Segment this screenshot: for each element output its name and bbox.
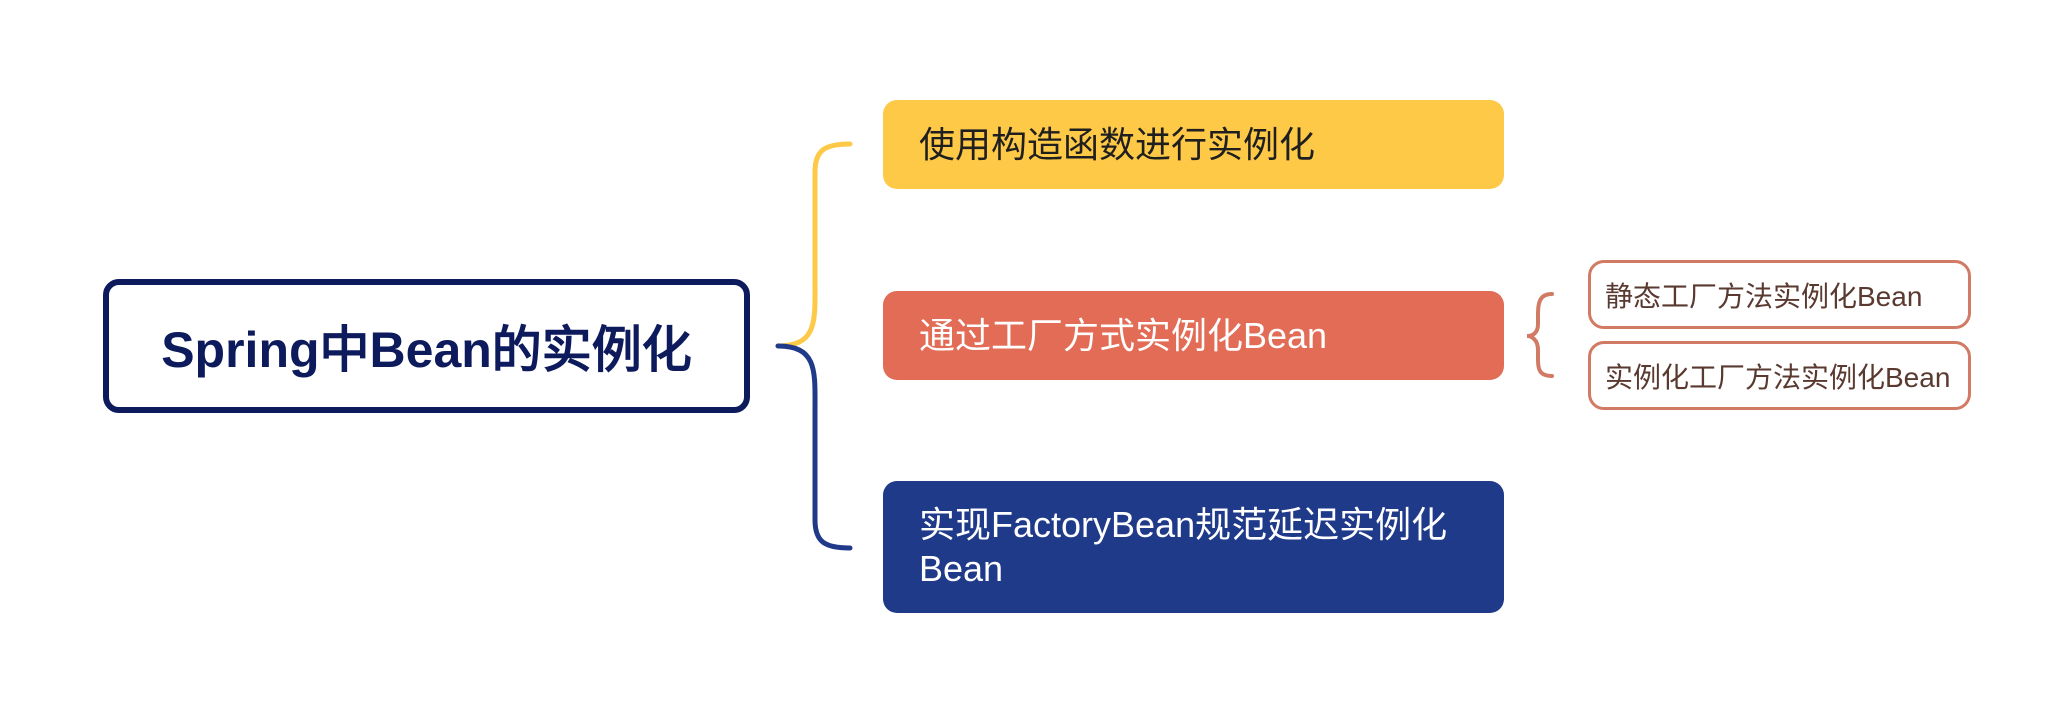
branch-label: 实现FactoryBean规范延迟实例化Bean — [919, 504, 1448, 589]
brace-branch-2-subs — [1526, 292, 1554, 378]
branch-node-constructor[interactable]: 使用构造函数进行实例化 — [883, 100, 1504, 189]
sub-label: 静态工厂方法实例化Bean — [1605, 280, 1923, 312]
sub-node-instance-factory[interactable]: 实例化工厂方法实例化Bean — [1588, 341, 1971, 410]
sub-label: 实例化工厂方法实例化Bean — [1605, 361, 1951, 393]
root-node[interactable]: Spring中Bean的实例化 — [103, 279, 750, 413]
root-label: Spring中Bean的实例化 — [161, 322, 692, 378]
connector-root-branch-3 — [775, 343, 853, 551]
branch-label: 通过工厂方式实例化Bean — [919, 314, 1328, 356]
sub-node-static-factory[interactable]: 静态工厂方法实例化Bean — [1588, 260, 1971, 329]
branch-node-factory[interactable]: 通过工厂方式实例化Bean — [883, 291, 1504, 380]
connector-root-branch-1 — [775, 141, 853, 349]
branch-node-factorybean[interactable]: 实现FactoryBean规范延迟实例化Bean — [883, 481, 1504, 613]
branch-label: 使用构造函数进行实例化 — [919, 123, 1316, 165]
